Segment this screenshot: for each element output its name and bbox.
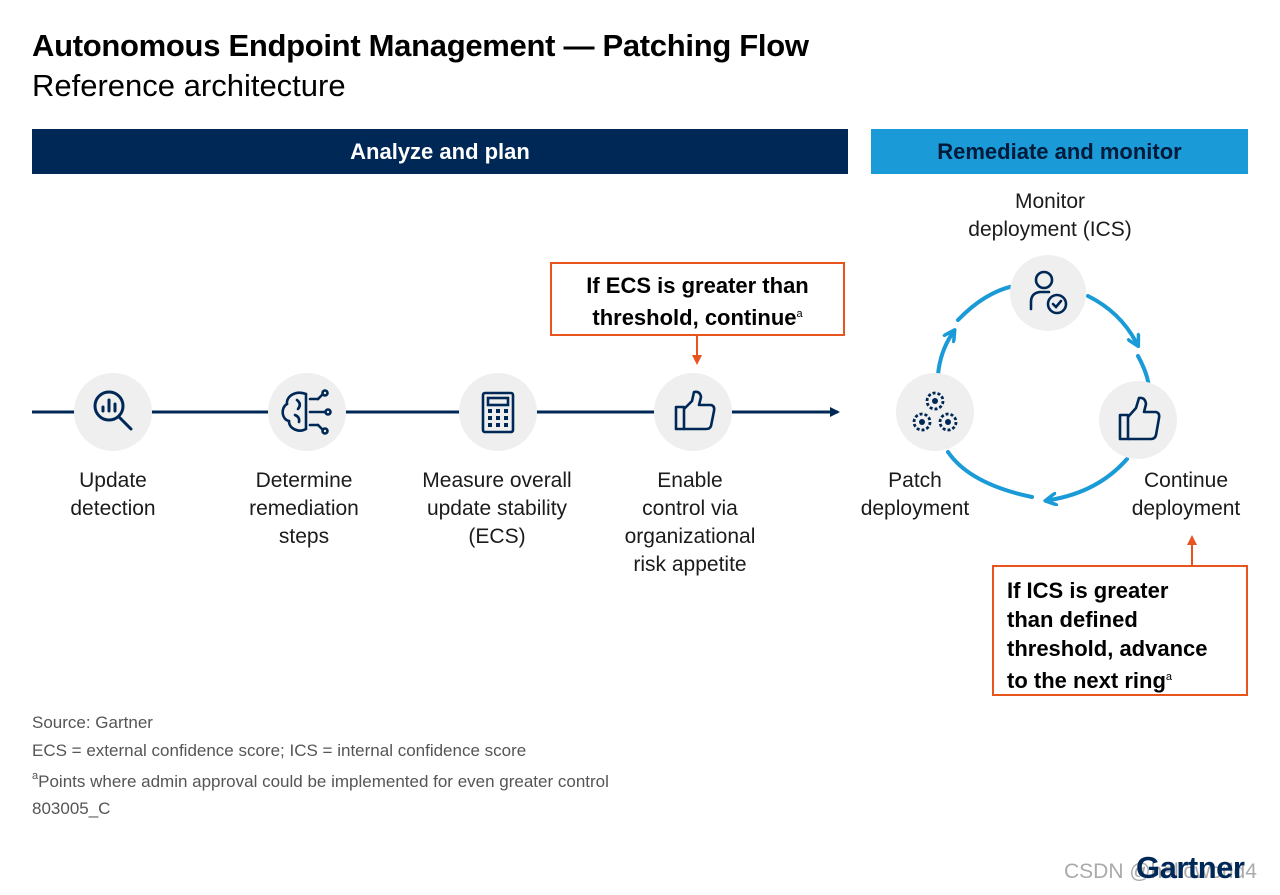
cycle-arc-top-right xyxy=(1086,294,1136,342)
footnote-marker: a xyxy=(32,770,39,782)
remediate-and-monitor-band: Remediate and monitor xyxy=(871,129,1248,174)
gears-icon xyxy=(912,391,958,432)
page-subtitle: Reference architecture xyxy=(32,68,346,103)
user-check-icon xyxy=(1029,270,1068,315)
gartner-logo: Gartner xyxy=(1136,850,1245,885)
step-enable-control xyxy=(654,373,732,451)
cycle-arc-left xyxy=(936,334,952,377)
footnote-marker: a xyxy=(796,308,803,320)
brain-circuit-icon xyxy=(281,389,332,435)
cycle-label-monitor: Monitor deployment (ICS) xyxy=(968,190,1132,241)
csdn-watermark: CSDN @helloworld4 xyxy=(1064,860,1257,883)
cycle-label-patch: Patch deployment xyxy=(860,469,970,520)
analyze-and-plan-band: Analyze and plan xyxy=(32,129,848,174)
cycle-monitor-deployment xyxy=(1010,255,1086,331)
cycle-arc-bottom-right xyxy=(1050,457,1129,500)
ics-threshold-callout: If ICS is greater than defined threshold… xyxy=(992,565,1248,696)
step-label-measure-ecs: Measure overall update stability (ECS) xyxy=(422,469,572,548)
step-label-update-detection: Update detection xyxy=(70,469,156,520)
step-determine-remediation xyxy=(268,373,346,451)
cycle-patch-deployment xyxy=(896,373,974,451)
step-update-detection xyxy=(74,373,152,451)
cycle-continue-deployment xyxy=(1099,381,1177,459)
magnifier-chart-icon xyxy=(93,390,133,431)
cycle-label-continue: Continue deployment xyxy=(1131,469,1241,520)
step-measure-ecs xyxy=(459,373,537,451)
page-title: Autonomous Endpoint Management — Patchin… xyxy=(32,28,809,63)
step-label-determine-remediation: Determine remediation steps xyxy=(249,469,359,548)
ecs-threshold-callout: If ECS is greater than threshold, contin… xyxy=(550,262,845,336)
footnote: aPoints where admin approval could be im… xyxy=(32,770,609,791)
source-note: Source: Gartner xyxy=(32,713,153,732)
footnote-marker: a xyxy=(1165,671,1173,683)
thumbs-up-icon xyxy=(1118,396,1161,441)
thumbs-up-icon xyxy=(674,390,716,431)
cycle-arc-top-left xyxy=(956,284,1016,322)
cycle-arc-bottom-left xyxy=(946,450,1034,499)
abbreviations-note: ECS = external confidence score; ICS = i… xyxy=(32,741,527,760)
calculator-icon xyxy=(481,391,515,434)
document-id: 803005_C xyxy=(32,799,111,818)
step-label-enable-control: Enable control via organizational risk a… xyxy=(624,469,756,576)
